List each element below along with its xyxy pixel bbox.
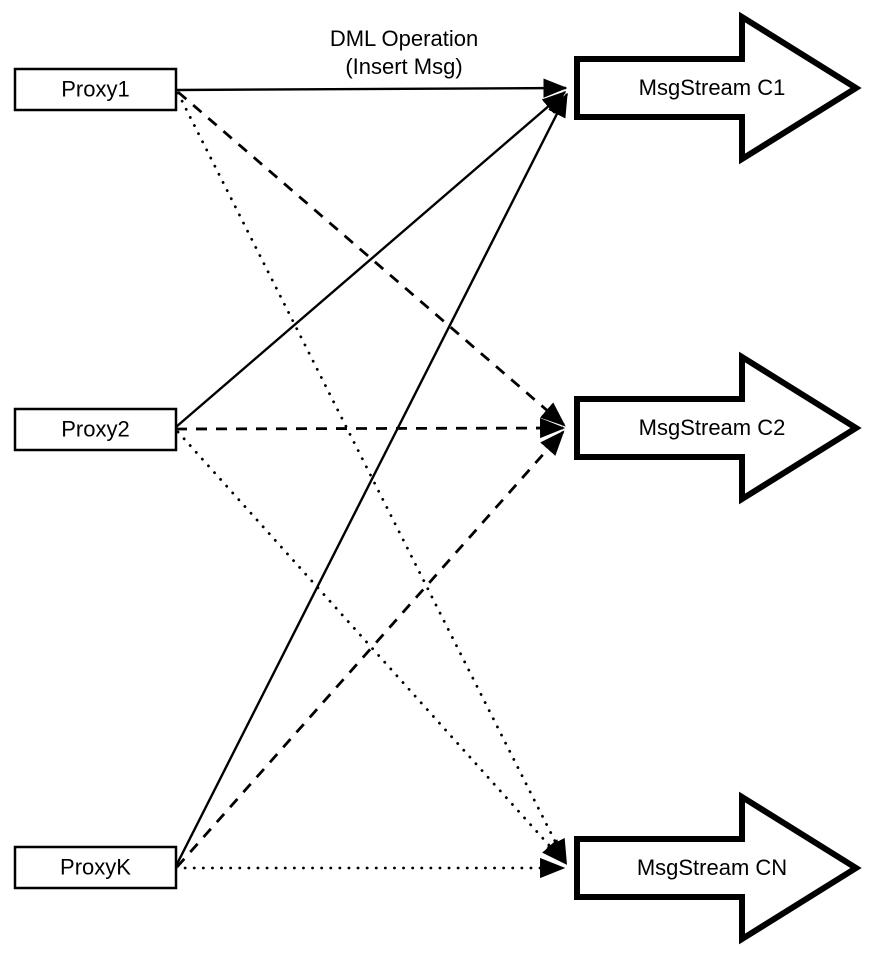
proxy-node-proxy1[interactable]: Proxy1: [13, 67, 178, 112]
stream-nodes-layer: MsgStream C1 MsgStream C2 MsgStream CN: [574, 11, 862, 945]
caption-line-1: DML Operation: [330, 26, 478, 51]
connection-proxy1-to-cn: [176, 91, 568, 866]
connection-proxyK-to-c2: [175, 430, 565, 868]
connection-proxy1-to-c2: [177, 90, 566, 427]
caption-group: DML Operation (Insert Msg): [330, 26, 478, 79]
proxy-node-proxy2[interactable]: Proxy2: [13, 407, 178, 452]
proxy-nodes-layer: Proxy1 Proxy2 ProxyK: [13, 67, 178, 890]
proxy-box-proxy1[interactable]: [13, 67, 178, 112]
stream-label-cn: MsgStream CN: [637, 855, 787, 880]
connection-proxy2-to-c2: [175, 417, 566, 439]
connection-proxyK-to-c1: [174, 92, 569, 867]
caption-line-2: (Insert Msg): [345, 54, 462, 79]
stream-label-c1: MsgStream C1: [639, 75, 786, 100]
stream-node-c2[interactable]: MsgStream C2: [574, 351, 862, 505]
stream-arrow-cn[interactable]: [574, 791, 862, 945]
proxy-label-proxy1: Proxy1: [61, 76, 129, 101]
proxy-node-proxyK[interactable]: ProxyK: [13, 845, 178, 890]
stream-arrow-c1[interactable]: [574, 11, 862, 165]
stream-label-c2: MsgStream C2: [639, 415, 786, 440]
stream-node-c1[interactable]: MsgStream C1: [574, 11, 862, 165]
connection-proxy1-to-c1: [175, 78, 568, 98]
connections-layer: [174, 78, 569, 879]
stream-node-cn[interactable]: MsgStream CN: [574, 791, 862, 945]
stream-arrow-c2[interactable]: [574, 351, 862, 505]
connection-proxy2-to-cn: [176, 430, 567, 865]
proxy-box-proxy2[interactable]: [13, 407, 178, 452]
connection-proxy2-to-c1: [175, 91, 567, 428]
proxy-label-proxy2: Proxy2: [61, 416, 129, 441]
proxy-box-proxyK[interactable]: [13, 845, 178, 890]
proxy-label-proxyK: ProxyK: [60, 854, 131, 879]
